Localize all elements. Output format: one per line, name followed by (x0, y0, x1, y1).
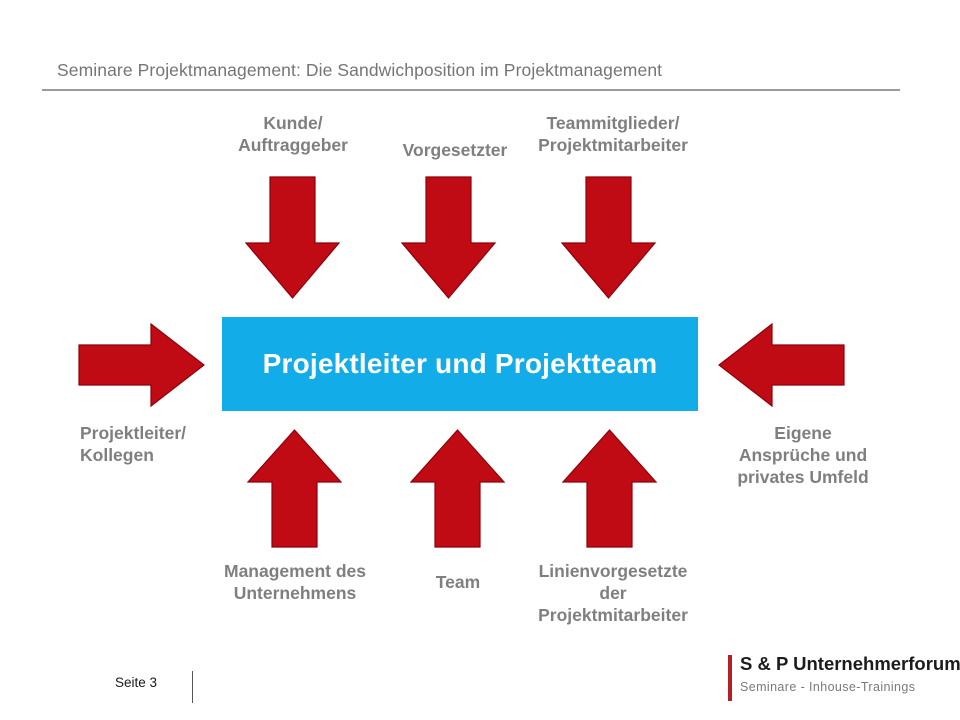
arrow-down-icon-vorgesetzter (401, 176, 496, 299)
arrow-down-icon-kunde (245, 176, 340, 299)
arrow-right-icon-projektleiter-kollegen (78, 323, 205, 407)
footer-divider (192, 671, 193, 703)
label-eigene-ansprueche-privates-umfeld: Eigene Ansprüche und privates Umfeld (737, 423, 869, 487)
title-underline (42, 89, 900, 91)
label-kunde-auftraggeber: Kunde/ Auftraggeber (238, 113, 348, 155)
label-management-des-unternehmens: Management des Unternehmens (224, 561, 366, 603)
label-teammitglieder-projektmitarbeiter: Teammitglieder/ Projektmitarbeiter (538, 113, 688, 155)
arrow-up-icon-team (410, 429, 505, 548)
page-number: Seite 3 (115, 675, 158, 690)
arrow-up-icon-management (247, 429, 342, 548)
label-projektleiter-kollegen: Projektleiter/ Kollegen (80, 423, 187, 465)
slide-title: Seminare Projektmanagement: Die Sandwich… (57, 60, 663, 80)
center-box: Projektleiter und Projektteam (222, 317, 698, 411)
center-box-label: Projektleiter und Projektteam (262, 348, 658, 379)
logo-subtitle: Seminare - Inhouse-Trainings (740, 680, 916, 694)
arrow-up-icon-linienvorgesetzte (562, 429, 657, 548)
logo-bar (728, 655, 732, 701)
arrow-left-icon-eigene-ansprueche (718, 323, 845, 407)
logo-title: S & P Unternehmerforum (740, 653, 960, 674)
arrow-down-icon-teammitglieder (561, 176, 656, 299)
label-team: Team (435, 572, 481, 592)
label-linienvorgesetzte-der-projektmitarbeiter: Linienvorgesetzte der Projektmitarbeiter (538, 561, 688, 625)
label-vorgesetzter: Vorgesetzter (402, 140, 508, 160)
